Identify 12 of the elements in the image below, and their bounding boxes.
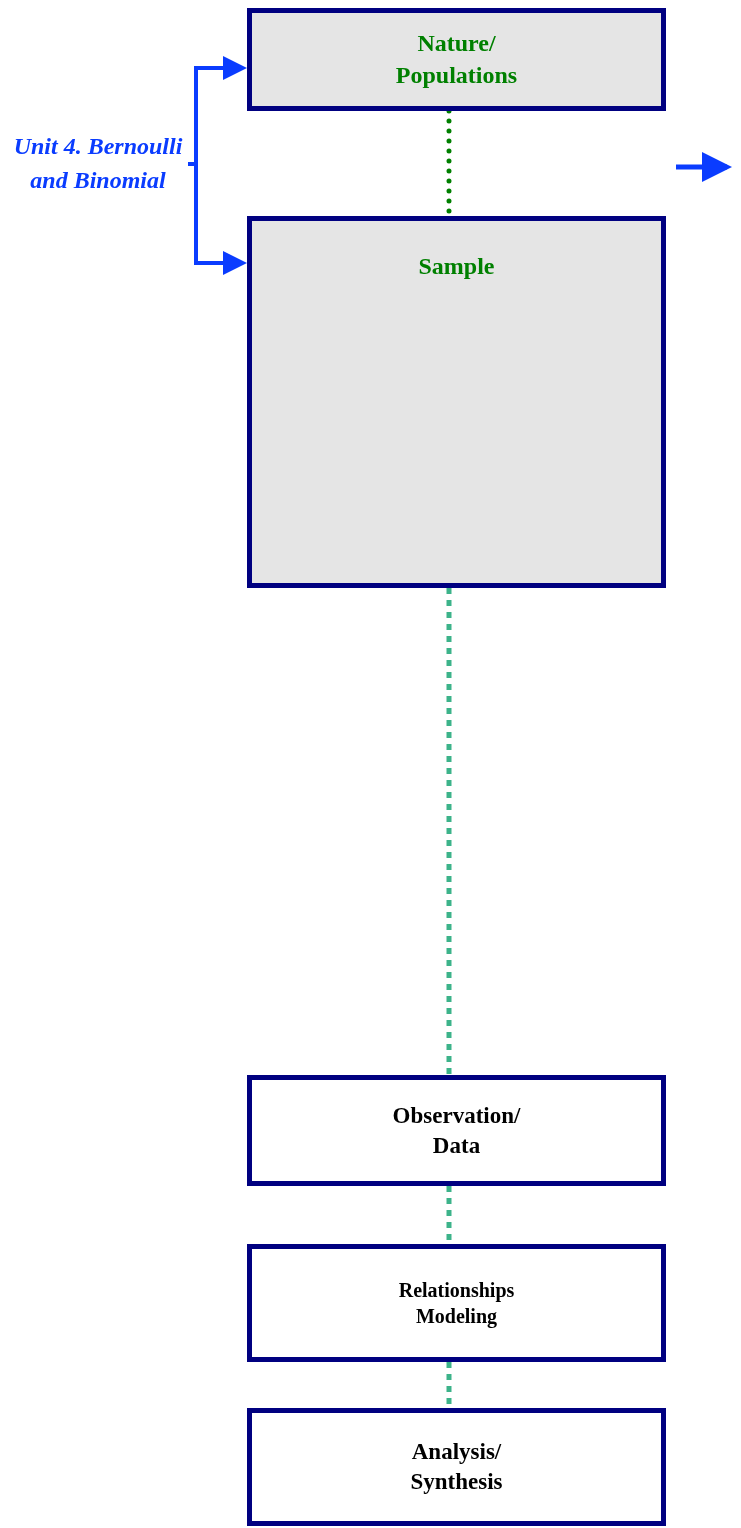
dotted-connector (446, 588, 452, 1075)
box-label: Nature/ Populations (395, 29, 518, 90)
process-box (247, 8, 666, 111)
process-box (247, 1075, 666, 1186)
box-label: Relationships Modeling (398, 1278, 515, 1329)
box-label: Analysis/ Synthesis (410, 1438, 503, 1496)
process-box (247, 1244, 666, 1362)
unit-label: Unit 4. Bernoulli and Binomial (13, 132, 183, 195)
box-label: Observation/ Data (392, 1101, 521, 1160)
box-label: Sample (418, 252, 495, 281)
process-box (247, 216, 666, 588)
process-box (247, 1408, 666, 1526)
